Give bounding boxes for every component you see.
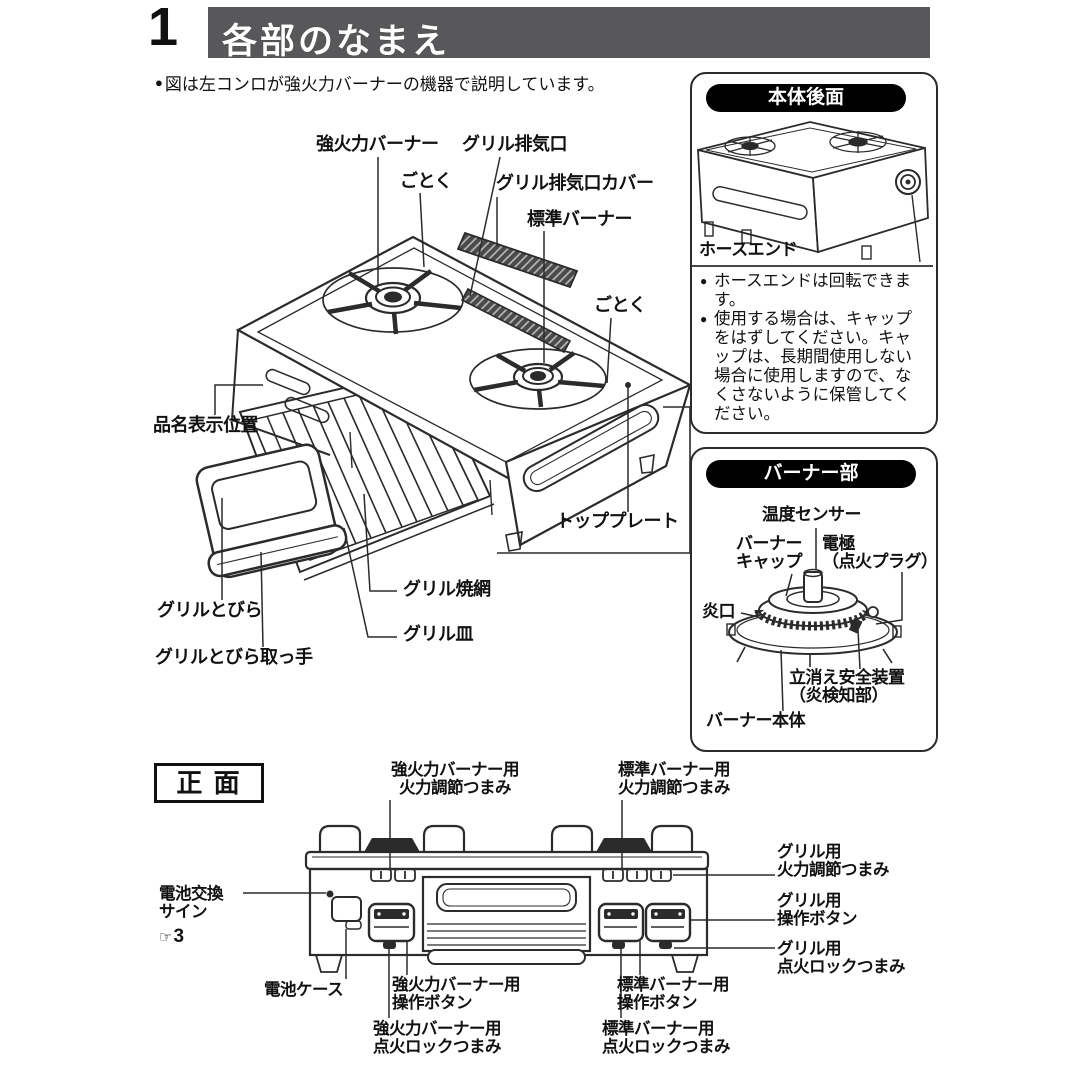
intro-note: ● 図は左コンロが強火力バーナーの機器で説明しています。 bbox=[155, 70, 605, 95]
label-grill-exhaust-cover: グリル排気口カバー bbox=[496, 173, 654, 193]
pointing-hand-icon: ☞ bbox=[159, 929, 173, 946]
burner-detail-panel bbox=[690, 447, 938, 752]
page-title: 各部のなまえ bbox=[222, 22, 451, 61]
label-temp-sensor: 温度センサー bbox=[762, 505, 862, 524]
label-grill-lock: グリル用 点火ロックつまみ bbox=[777, 940, 906, 977]
label-electrode: 電極 （点火プラグ） bbox=[822, 534, 938, 572]
label-grill-knob: グリル用 火力調節つまみ bbox=[777, 843, 890, 880]
label-high-power-burner: 強火力バーナー bbox=[316, 134, 439, 154]
battery-sign-reference: ☞ 3 bbox=[159, 926, 184, 948]
label-std-button: 標準バーナー用 操作ボタン bbox=[617, 976, 730, 1013]
section-number: 1 bbox=[148, 0, 179, 57]
knobs bbox=[370, 868, 672, 882]
label-std-knob: 標準バーナー用 火力調節つまみ bbox=[618, 761, 731, 798]
label-standard-burner: 標準バーナー bbox=[527, 209, 633, 229]
intro-note-text: 図は左コンロが強火力バーナーの機器で説明しています。 bbox=[164, 75, 605, 94]
grill-door-part bbox=[195, 443, 348, 579]
label-battery-sign: 電池交換 サイン bbox=[159, 885, 224, 922]
label-burner-cap: バーナー キャップ bbox=[736, 534, 803, 572]
note-item: ● 使用する場合は、キャップをはずしてください。キャップは、長期間使用しない場合… bbox=[700, 310, 926, 424]
label-grill-exhaust: グリル排気口 bbox=[462, 134, 568, 154]
label-flame-failure-device: 立消え安全装置 （炎検知部） bbox=[789, 668, 905, 706]
label-hp-knob: 強火力バーナー用 火力調節つまみ bbox=[391, 761, 520, 798]
label-hp-lock: 強火力バーナー用 点火ロックつまみ bbox=[373, 1020, 502, 1057]
label-std-lock: 標準バーナー用 点火ロックつまみ bbox=[602, 1020, 731, 1057]
section-header-bar: 各部のなまえ bbox=[208, 7, 930, 61]
grill-exhaust-slot bbox=[460, 287, 572, 354]
rear-panel-title: 本体後面 bbox=[706, 84, 906, 112]
reference-number: 3 bbox=[173, 926, 185, 947]
label-grill-grate: グリル焼網 bbox=[403, 579, 491, 599]
bullet-icon: ● bbox=[155, 75, 163, 90]
label-product-name-position: 品名表示位置 bbox=[153, 415, 259, 435]
label-grill-pan: グリル皿 bbox=[403, 624, 474, 644]
operation-buttons bbox=[367, 902, 692, 949]
rear-panel-notes: ● ホースエンドは回転できます。 ● 使用する場合は、キャップをはずしてください… bbox=[700, 272, 926, 424]
right-burner bbox=[469, 348, 607, 410]
note-item: ● ホースエンドは回転できます。 bbox=[700, 272, 926, 310]
label-trivet-right: ごとく bbox=[594, 295, 646, 315]
label-grill-door-handle: グリルとびら取っ手 bbox=[155, 647, 313, 667]
label-trivet-left: ごとく bbox=[400, 171, 452, 191]
burner-panel-title: バーナー部 bbox=[706, 460, 916, 488]
grill-exhaust-cover-part bbox=[456, 231, 579, 289]
front-view-title: 正 面 bbox=[154, 763, 264, 803]
label-hose-end: ホースエンド bbox=[699, 240, 798, 259]
note-text: 使用する場合は、キャップをはずしてください。キャップは、長期間使用しない場合に使… bbox=[714, 310, 912, 423]
main-leader-lines bbox=[214, 156, 631, 648]
label-grill-button: グリル用 操作ボタン bbox=[777, 892, 858, 929]
label-battery-case: 電池ケース bbox=[264, 981, 344, 999]
bullet-icon: ● bbox=[700, 312, 708, 326]
front-view-illustration bbox=[304, 824, 710, 973]
label-grill-door: グリルとびら bbox=[157, 600, 263, 620]
label-top-plate: トッププレート bbox=[556, 511, 679, 531]
label-hp-button: 強火力バーナー用 操作ボタン bbox=[392, 976, 521, 1013]
note-text: ホースエンドは回転できます。 bbox=[714, 272, 912, 309]
label-flame-port: 炎口 bbox=[702, 602, 736, 621]
left-burner bbox=[322, 267, 464, 335]
label-burner-body: バーナー本体 bbox=[706, 711, 806, 730]
grate-slats bbox=[251, 379, 479, 561]
bullet-icon: ● bbox=[700, 274, 708, 288]
